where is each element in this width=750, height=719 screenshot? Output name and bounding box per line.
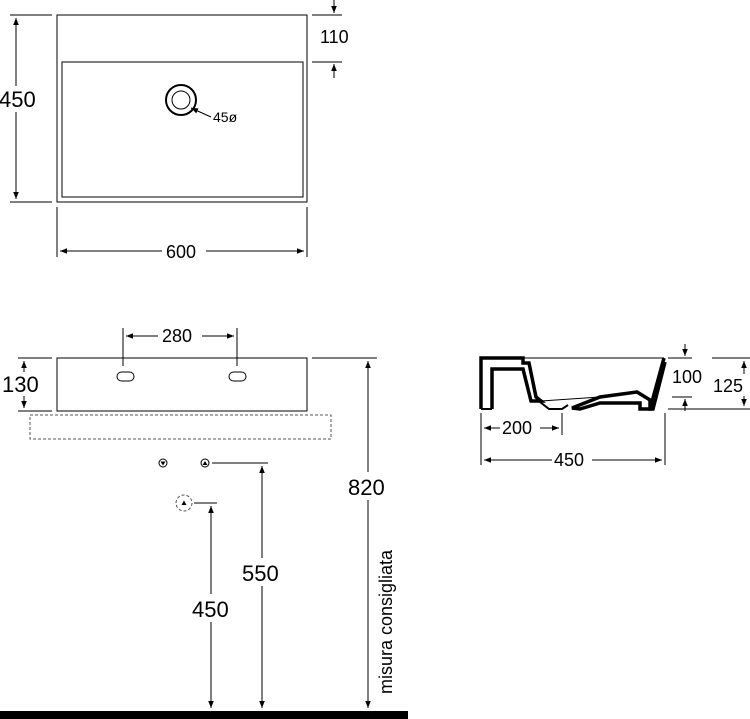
- inlet-arrow-icon: [160, 461, 166, 466]
- label-mask: [158, 324, 202, 346]
- front-view: 280 130 550 450 820 misura consigliata: [0, 324, 408, 719]
- water-inlet-symbol: [158, 458, 168, 468]
- label-mask: [552, 449, 592, 471]
- outlet-arrow-icon: [202, 461, 208, 465]
- recommended-measure-label: misura consigliata: [376, 549, 396, 694]
- label-mask: [500, 417, 540, 439]
- side-view: 100 125 200 450: [479, 344, 750, 471]
- outlet-height-label: 550: [242, 561, 279, 586]
- drain-section: [539, 401, 569, 410]
- tap-spacing-label: 280: [162, 326, 192, 346]
- drain-outer: [165, 84, 197, 116]
- drain-height-label: 450: [192, 597, 229, 622]
- basin-outline-top: [56, 14, 308, 203]
- drain-leader: [190, 107, 212, 118]
- tap-hole-right: [228, 371, 247, 382]
- label-mask: [0, 372, 46, 396]
- basin-section-left: [479, 356, 546, 409]
- drain-inner: [171, 90, 191, 110]
- drain-diameter-label: 45ø: [213, 109, 238, 125]
- side-height-label: 125: [713, 376, 743, 396]
- label-mask: [0, 86, 40, 112]
- outlet-symbol: [200, 458, 210, 468]
- floor-line: [0, 711, 408, 719]
- total-height-label: 820: [348, 475, 385, 500]
- deck-depth-label: 110: [320, 27, 349, 47]
- bowl-depth-label: 100: [672, 367, 702, 387]
- drain-offset-label: 200: [502, 418, 532, 438]
- label-mask: [190, 594, 238, 622]
- vanity-top-dashed: [29, 414, 332, 440]
- label-mask: [346, 472, 394, 500]
- drain-arrow-icon: [181, 500, 187, 505]
- label-mask: [240, 558, 288, 586]
- side-depth-label: 450: [554, 450, 584, 470]
- basin-section-right: [647, 357, 667, 411]
- tap-hole-left: [116, 371, 135, 382]
- label-mask: [712, 374, 750, 396]
- top-view: 45ø 450 600 110: [0, 0, 349, 262]
- top-height-label: 450: [0, 87, 36, 112]
- inner-floor-line: [540, 396, 601, 402]
- basin-front: [56, 357, 308, 412]
- top-width-label: 600: [166, 242, 196, 262]
- basin-floor-section: [571, 390, 652, 411]
- label-mask: [162, 240, 206, 262]
- front-height-label: 130: [2, 372, 39, 397]
- drain-position-dashed: [175, 494, 193, 512]
- basin-bowl-top: [61, 61, 304, 198]
